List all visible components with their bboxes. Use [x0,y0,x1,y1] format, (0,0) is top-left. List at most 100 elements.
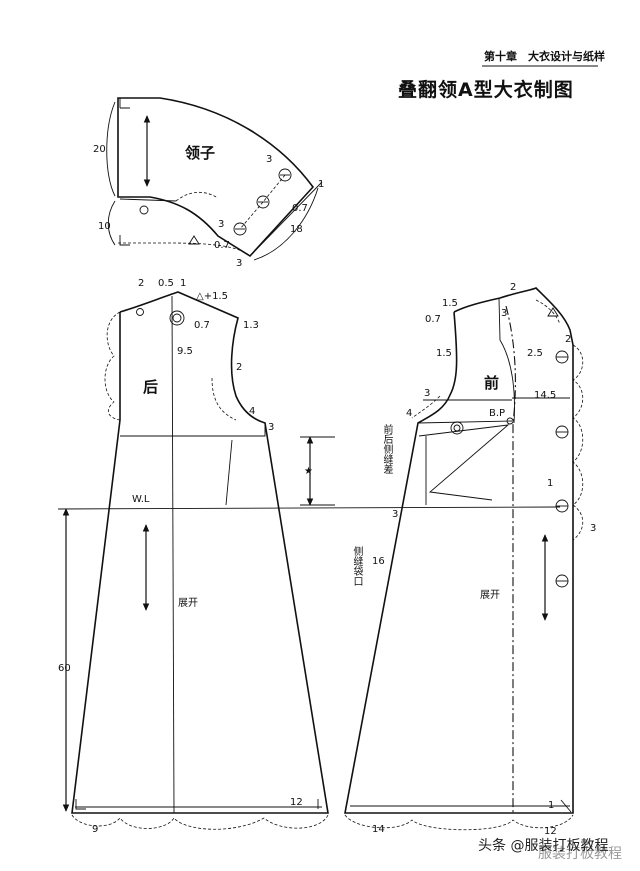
dim-label: 3 [268,422,274,433]
dim-label: 3 [424,388,430,399]
dim-label: 0.5 [158,278,174,289]
dim-label: 3 [501,308,507,319]
dim-label: 1 [548,800,554,811]
front-edge-scallop [572,344,584,541]
waist-line [57,506,561,510]
front-hem-scallop [344,814,574,831]
dim-label: 1 [547,478,553,489]
corner-mark [560,799,572,813]
dim-label: 60 [58,663,71,674]
collar-label: 领子 [184,144,215,162]
front-facing-line [498,297,515,424]
dim-label: 4 [406,408,412,419]
back-armhole-guide [211,377,237,421]
dim-label: 9.5 [177,346,193,357]
dim-label: 1 [318,179,324,190]
dim-label: 12 [544,826,557,837]
corner-mark [75,799,86,810]
dim-label: 12 [290,797,303,808]
dim-label: 1.5 [436,348,452,359]
side-diff-label: 前后侧缝差 [381,424,392,474]
front-label: 前 [484,374,499,392]
front-outline [344,287,574,814]
dim-label: 3 [236,258,242,269]
button-icon [256,195,270,209]
collar-dim-18 [253,187,319,261]
pocket-label: 侧缝袋口 [351,546,362,586]
pocket-button-icon [450,421,464,435]
back-outline [71,291,329,814]
front-armhole-guide [411,395,441,419]
triangle-icon [188,235,200,245]
button-icon [555,574,569,588]
dim-label: 2 [138,278,144,289]
button-icon [555,425,569,439]
back-pattern: ★ 后 展开 2 0.5 1 △+1.5 0.7 1.3 9.5 2 4 3 W… [58,278,335,835]
front-pattern: 前 展开 1.5 2 3 0.7 1.5 3 4 B.P 2.5 2 14.5 … [344,282,596,837]
dim-label: 3 [590,523,596,534]
back-scallop-guide [104,311,121,421]
watermark-text: 头条 @服装打板教程 [478,837,608,854]
bp-label: B.P [489,408,505,419]
back-hem-scallop [71,814,329,830]
dim-label: 9 [92,824,98,835]
back-label: 后 [143,378,158,396]
front-open-label: 展开 [480,589,500,601]
collar-dim-10 [107,200,116,246]
dim-label: 3 [392,509,398,520]
front-collar-guide [535,299,561,325]
collar-fold-line [119,198,177,202]
button-line [239,174,286,230]
dim-label: 10 [98,221,111,232]
collar-pattern: 领子 20 10 3 1 0.7 18 3 3 0.7 [93,97,324,269]
notch-circle-icon [139,205,149,215]
drawing-title: 叠翻领A型大衣制图 [398,78,574,101]
dim-label: 0.7 [292,203,308,214]
watermark: 服装打板教程 头条 @服装打板教程 [478,837,622,862]
back-open-label: 展开 [178,597,198,609]
dim-label: 0.7 [425,314,441,325]
dim-label: 1.5 [442,298,458,309]
collar-dim-20 [106,101,116,197]
dim-label: 2.5 [527,348,543,359]
back-waist-ref [225,439,233,506]
page-header: 第十章 大衣设计与纸样 叠翻领A型大衣制图 [398,49,605,101]
watermark-faded-text: 服装打板教程 [538,845,622,862]
back-chest-line [120,423,266,437]
waistline-label: W.L [132,494,150,505]
dim-label: 16 [372,556,385,567]
button-icon [555,350,569,364]
dim-label: 2 [565,334,571,345]
dim-label: 20 [93,144,106,155]
dim-label: 14.5 [534,390,556,401]
button-icon [555,499,569,513]
star-icon: ★ [304,466,313,477]
collar-corner-mark [119,98,130,109]
collar-outline [117,97,315,258]
notch-circle-icon [136,308,144,316]
dim-label: 2 [236,362,242,373]
dim-label: 0.7 [194,320,210,331]
dim-ticks [300,436,335,506]
collar-edge-guide [249,181,323,257]
button-icon [169,310,185,326]
front-center-line [505,305,516,813]
back-center-line [171,295,175,814]
collar-corner-mark [119,235,130,246]
front-chest-line [417,420,513,424]
bp-point-icon [506,417,514,425]
dim-label: △+1.5 [196,291,228,302]
dim-label: 2 [510,282,516,293]
dim-label: 3 [266,154,272,165]
dim-label: 1 [180,278,186,289]
triangle-icon [547,307,559,317]
chapter-title: 第十章 大衣设计与纸样 [484,49,605,63]
collar-curve-guide [175,191,219,202]
front-dart [418,424,510,501]
dim-label: 14 [372,824,385,835]
dim-label: 3 [218,219,224,230]
dim-label: 1.3 [243,320,259,331]
dim-label: 18 [290,224,303,235]
dim-label: 0.7 [214,240,230,251]
